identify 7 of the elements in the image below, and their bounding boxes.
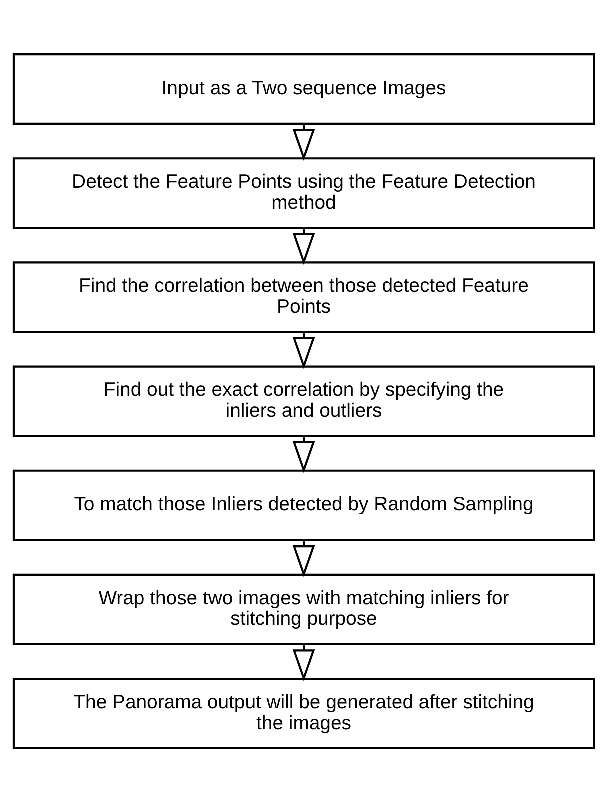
node-box: Detect the Feature Points using the Feature Detection method bbox=[12, 158, 596, 230]
node-box: Input as a Two sequence Images bbox=[12, 54, 596, 125]
node-box: Find the correlation between those detected Feature Points bbox=[12, 262, 596, 334]
node-box: The Panorama output will be generated after stitching the images bbox=[12, 678, 596, 750]
node-box: Find out the exact correlation by specifying the inliers and outliers bbox=[12, 366, 596, 438]
node-box: Wrap those two images with matching inliers for stitching purpose bbox=[12, 574, 596, 646]
node-box: To match those Inliers detected by Random Sampling bbox=[12, 470, 596, 542]
